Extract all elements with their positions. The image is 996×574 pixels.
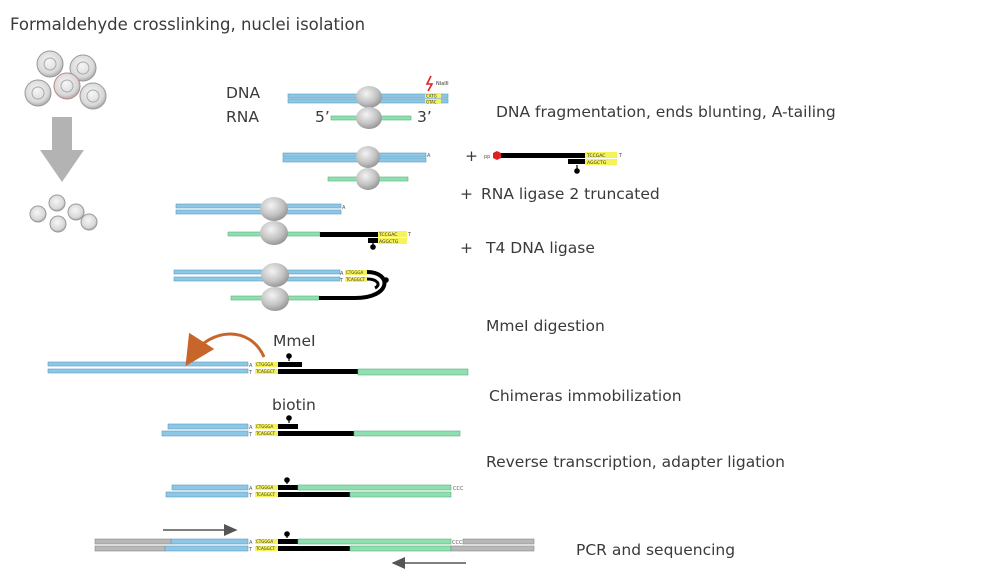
svg-text:NlaIII: NlaIII	[436, 81, 449, 87]
row7-molecule: A T CTGGGA TCAGGCT CCC	[165, 477, 464, 499]
step-rnl2-label: RNA ligase 2 truncated	[481, 185, 660, 203]
svg-text:CCC: CCC	[452, 540, 463, 546]
svg-text:CTGGGA: CTGGGA	[256, 362, 274, 367]
svg-text:TCAGGCT: TCAGGCT	[255, 492, 276, 497]
svg-text:CATG: CATG	[426, 94, 437, 99]
plus-sign: +	[465, 147, 478, 165]
mmei-cut-arrow-icon	[185, 332, 266, 367]
svg-text:A: A	[249, 363, 253, 369]
phosphate-icon	[493, 151, 501, 160]
svg-text:TCAGGCT: TCAGGCT	[345, 277, 366, 282]
step-immobilization-label: Chimeras immobilization	[489, 387, 682, 405]
svg-text:pp: pp	[484, 154, 490, 160]
biotin-icon	[574, 168, 580, 174]
row1-molecule: CATG GTAC NlaIII	[287, 75, 449, 129]
svg-text:T: T	[248, 493, 253, 499]
biotin-label: biotin	[272, 396, 316, 414]
svg-text:CCC: CCC	[453, 486, 464, 492]
svg-text:T: T	[339, 278, 344, 284]
svg-text:A: A	[340, 271, 344, 277]
svg-text:A: A	[342, 205, 346, 211]
step-rt-label: Reverse transcription, adapter ligation	[486, 453, 785, 471]
row2-molecule: A	[282, 146, 431, 190]
row4-molecule: A T CTGGGA TCAGGCT	[173, 263, 389, 311]
five-prime-label: 5’	[315, 108, 330, 126]
svg-text:TCCGAC: TCCGAC	[586, 153, 605, 159]
svg-text:A: A	[249, 540, 253, 546]
svg-text:T: T	[248, 547, 253, 553]
svg-text:TCCGAC: TCCGAC	[378, 232, 397, 238]
row8-molecule: A T CTGGGA TCAGGCT CCC	[94, 524, 535, 569]
step-pcr-label: PCR and sequencing	[576, 541, 736, 559]
cut-icon	[425, 75, 434, 92]
page-title: Formaldehyde crosslinking, nuclei isolat…	[10, 15, 366, 34]
svg-text:CTGGGA: CTGGGA	[256, 539, 274, 544]
step-t4-label: T4 DNA ligase	[486, 239, 595, 257]
svg-text:A: A	[427, 153, 431, 159]
svg-text:A: A	[249, 486, 253, 492]
svg-text:AGGCTG: AGGCTG	[587, 160, 607, 166]
down-arrow-icon	[40, 117, 84, 182]
svg-text:GTAC: GTAC	[426, 100, 437, 105]
row6-molecule: A T CTGGGA TCAGGCT	[161, 415, 461, 438]
svg-text:TCAGGCT: TCAGGCT	[255, 369, 276, 374]
svg-text:T: T	[618, 153, 623, 159]
svg-text:CTGGGA: CTGGGA	[256, 424, 274, 429]
step-plus-rnl2: +	[460, 185, 473, 203]
rna-label: RNA	[226, 108, 259, 126]
adapter-molecule: pp TCCGAC AGGCTG T	[484, 151, 623, 174]
svg-text:T: T	[248, 370, 253, 376]
step-mmei-label: MmeI digestion	[486, 317, 605, 335]
dna-label: DNA	[226, 84, 261, 102]
svg-text:TCAGGCT: TCAGGCT	[255, 431, 276, 436]
step-plus-t4: +	[460, 239, 473, 257]
svg-text:TCAGGCT: TCAGGCT	[255, 546, 276, 551]
svg-text:T: T	[407, 232, 412, 238]
svg-text:A: A	[249, 425, 253, 431]
cells-icon	[24, 50, 107, 110]
svg-text:CTGGGA: CTGGGA	[256, 485, 274, 490]
svg-text:T: T	[248, 432, 253, 438]
svg-text:CTGGGA: CTGGGA	[346, 270, 364, 275]
step-fragmentation-label: DNA fragmentation, ends blunting, A-tail…	[496, 103, 836, 121]
three-prime-label: 3’	[417, 108, 432, 126]
row5-molecule: A T CTGGGA TCAGGCT	[47, 332, 469, 376]
mmei-label: MmeI	[273, 332, 316, 350]
svg-text:AGGCTG: AGGCTG	[379, 239, 399, 245]
row3-molecule: A TCCGAC AGGCTG T	[175, 197, 412, 250]
nuclei-icon	[29, 194, 98, 233]
